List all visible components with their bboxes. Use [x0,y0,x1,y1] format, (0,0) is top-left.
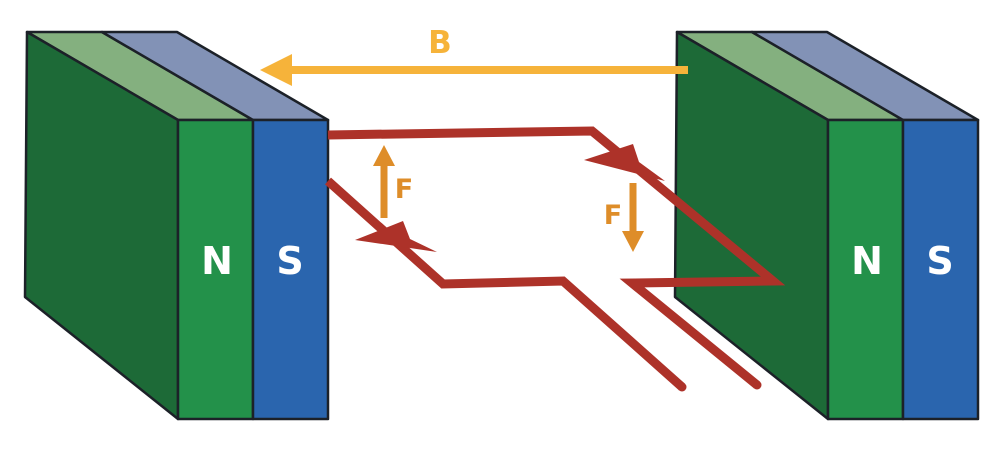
right-magnet-south-pole-face [901,118,980,421]
wire-back-top-and-right-segment [327,126,786,389]
right-magnet-north-label: N [851,239,883,283]
current-direction-arrowhead-left-icon [355,221,437,252]
left-magnet: N S [23,30,330,421]
force-down-label: F [604,200,622,231]
wire-lead-end-right [752,380,762,390]
right-magnet: N S [673,30,980,421]
current-loop-wire [324,126,786,392]
left-magnet-north-label: N [201,239,233,283]
right-magnet-north-pole-face [826,118,905,421]
force-arrow-down: F [604,183,644,252]
field-arrowhead-icon [260,54,292,86]
left-magnet-south-pole-face [251,118,330,421]
force-arrow-up: F [373,145,413,218]
current-direction-arrowhead-right-icon [584,144,665,181]
force-up-arrowhead-icon [373,145,395,166]
left-magnet-south-label: S [276,239,303,283]
force-down-arrowhead-icon [622,231,644,252]
right-magnet-south-label: S [926,239,953,283]
force-up-label: F [395,174,413,205]
wire-lead-end-left [677,382,687,392]
magnetic-field-arrow: B [260,25,688,86]
field-arrow-label: B [428,25,452,61]
